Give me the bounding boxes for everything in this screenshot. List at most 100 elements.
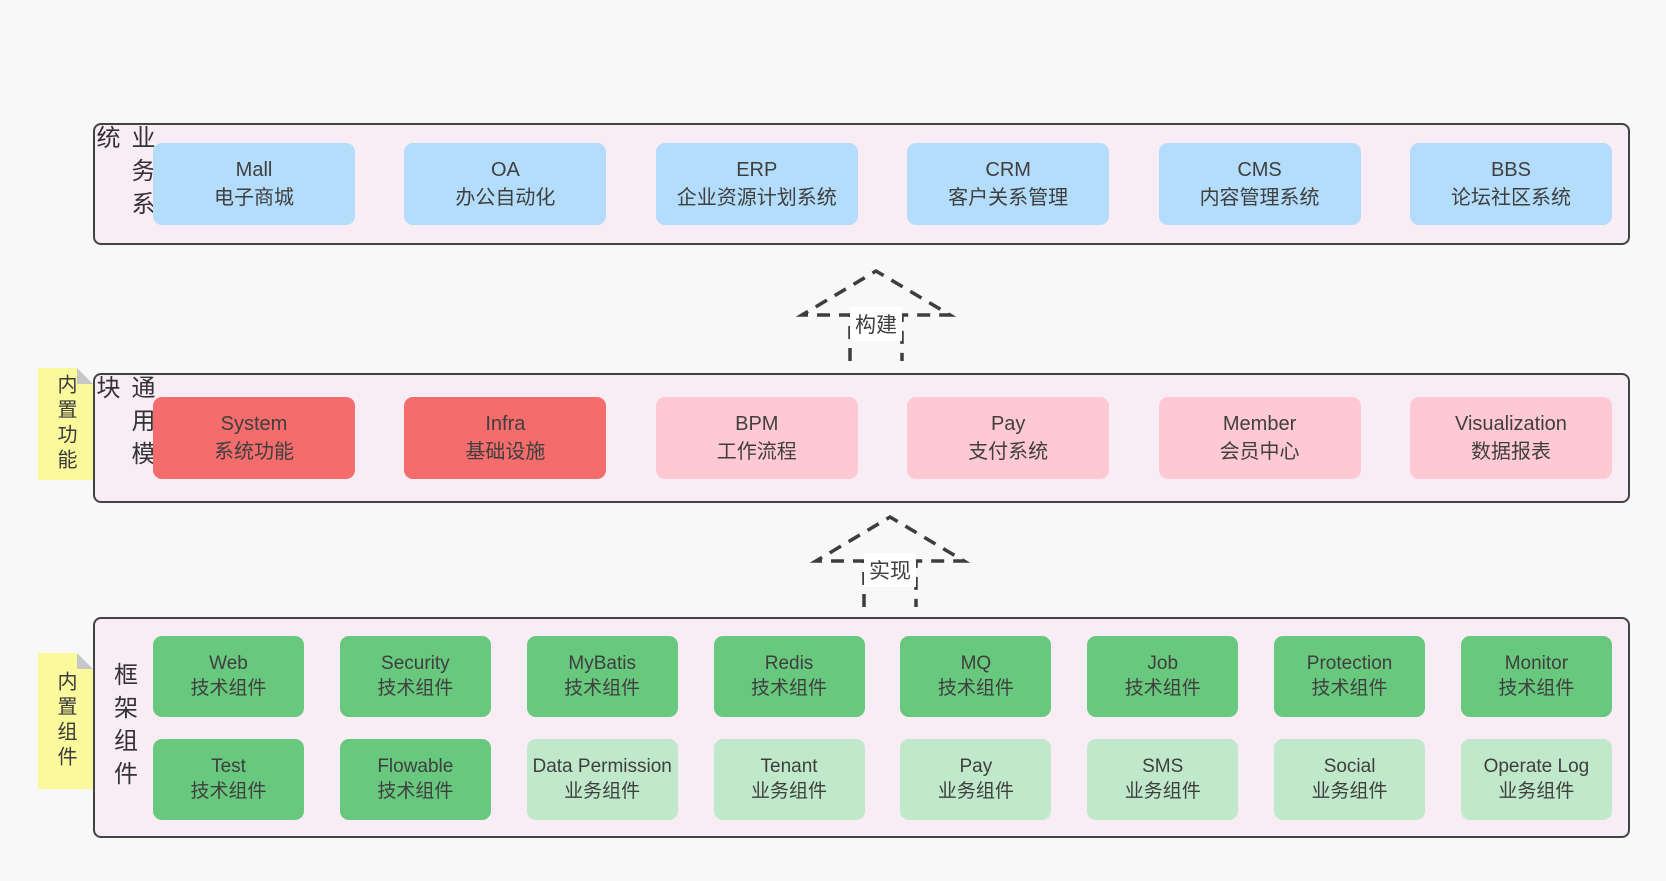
box-mybatis: MyBatis 技术组件	[526, 635, 678, 717]
box-subtitle: 数据报表	[1470, 441, 1551, 463]
box-subtitle: 基础设施	[465, 441, 546, 463]
box-subtitle: 业务组件	[1311, 781, 1388, 802]
box-title: CMS	[1237, 158, 1282, 181]
build-arrow: 构建	[794, 265, 958, 363]
box-subtitle: 论坛社区系统	[1450, 187, 1571, 209]
box-title: MQ	[960, 652, 992, 674]
box-subtitle: 业务组件	[1498, 781, 1575, 802]
box-protection: Protection 技术组件	[1274, 635, 1426, 717]
box-title: Flowable	[377, 755, 454, 777]
box-title: Data Permission	[532, 755, 672, 777]
box-title: Monitor	[1504, 652, 1569, 674]
box-flowable: Flowable 技术组件	[339, 738, 491, 820]
box-title: System	[220, 412, 288, 435]
box-title: BPM	[735, 412, 779, 435]
box-title: Visualization	[1454, 412, 1567, 435]
box-title: ERP	[736, 158, 778, 181]
box-subtitle: 会员中心	[1219, 441, 1300, 463]
box-subtitle: 内容管理系统	[1199, 187, 1320, 209]
box-title: MyBatis	[568, 652, 636, 674]
box-title: Pay	[959, 755, 993, 777]
build-arrow-label: 构建	[850, 307, 902, 341]
box-job: Job 技术组件	[1087, 635, 1239, 717]
box-title: BBS	[1490, 158, 1531, 181]
box-bpm: BPM 工作流程	[655, 397, 858, 479]
business-systems-boxes: Mall 电子商城 OA 办公自动化 ERP 企业资源计划系统 CRM 客户关系…	[153, 125, 1612, 243]
box-subtitle: 办公自动化	[455, 187, 556, 209]
box-subtitle: 电子商城	[214, 187, 294, 209]
box-test: Test 技术组件	[153, 738, 304, 820]
common-modules-band: 通用模块 System 系统功能 Infra 基础设施 BPM 工作流程 Pay…	[92, 373, 1630, 503]
framework-row-2: Test 技术组件 Flowable 技术组件 Data Permission …	[153, 738, 1612, 820]
box-title: Social	[1323, 755, 1376, 777]
box-mq: MQ 技术组件	[900, 635, 1052, 717]
box-title: CRM	[985, 158, 1031, 181]
band-label-common-modules: 通用模块	[92, 375, 154, 474]
box-subtitle: 业务组件	[1124, 781, 1201, 802]
business-systems-band: 业务系统 Mall 电子商城 OA 办公自动化 ERP 企业资源计划系统 CRM…	[92, 123, 1630, 245]
box-subtitle: 工作流程	[716, 441, 797, 463]
box-title: Infra	[485, 412, 526, 435]
box-subtitle: 技术组件	[937, 678, 1014, 699]
box-cms: CMS 内容管理系统	[1158, 143, 1361, 225]
framework-row-1: Web 技术组件 Security 技术组件 MyBatis 技术组件 Redi…	[153, 635, 1612, 717]
box-erp: ERP 企业资源计划系统	[655, 143, 858, 225]
box-subtitle: 技术组件	[1498, 678, 1575, 699]
box-title: Security	[381, 652, 450, 674]
box-oa: OA 办公自动化	[404, 143, 607, 225]
box-data-permission: Data Permission 业务组件	[526, 738, 678, 820]
built-in-components-sticky-note: 内置组件	[38, 653, 93, 789]
box-subtitle: 企业资源计划系统	[676, 187, 837, 209]
common-modules-boxes: System 系统功能 Infra 基础设施 BPM 工作流程 Pay 支付系统…	[153, 375, 1612, 501]
framework-components-band: 框架组件 Web 技术组件 Security 技术组件 MyBatis 技术组件…	[93, 617, 1630, 838]
box-subtitle: 技术组件	[1311, 678, 1388, 699]
box-title: Operate Log	[1483, 755, 1590, 777]
implement-arrow-label: 实现	[864, 553, 916, 587]
box-sms: SMS 业务组件	[1087, 738, 1239, 820]
box-title: Redis	[764, 652, 814, 674]
box-monitor: Monitor 技术组件	[1460, 635, 1612, 717]
box-crm: CRM 客户关系管理	[907, 143, 1110, 225]
box-redis: Redis 技术组件	[713, 635, 865, 717]
built-in-features-sticky-note: 内置功能	[38, 368, 93, 480]
box-subtitle: 技术组件	[190, 781, 267, 802]
folded-corner	[77, 653, 93, 669]
box-operate-log: Operate Log 业务组件	[1460, 738, 1612, 820]
box-social: Social 业务组件	[1274, 738, 1426, 820]
box-security: Security 技术组件	[339, 635, 491, 717]
box-subtitle: 业务组件	[751, 781, 828, 802]
implement-arrow: 实现	[808, 511, 972, 609]
box-title: Web	[209, 652, 248, 674]
box-title: Pay	[990, 412, 1026, 435]
box-subtitle: 技术组件	[190, 678, 267, 699]
box-bbs: BBS 论坛社区系统	[1409, 143, 1612, 225]
band-label-business-systems: 业务系统	[92, 125, 154, 224]
framework-components-boxes: Web 技术组件 Security 技术组件 MyBatis 技术组件 Redi…	[153, 619, 1612, 836]
band-label-framework-components: 框架组件	[109, 661, 137, 794]
box-subtitle: 技术组件	[1124, 678, 1201, 699]
box-member: Member 会员中心	[1158, 397, 1361, 479]
box-tenant: Tenant 业务组件	[713, 738, 865, 820]
box-web: Web 技术组件	[153, 635, 304, 717]
box-subtitle: 支付系统	[968, 441, 1049, 463]
box-title: OA	[490, 158, 520, 181]
box-pay-component: Pay 业务组件	[900, 738, 1052, 820]
box-title: Mall	[235, 158, 273, 181]
box-title: Member	[1222, 412, 1297, 435]
box-subtitle: 客户关系管理	[948, 187, 1069, 209]
box-subtitle: 业务组件	[564, 781, 641, 802]
box-system: System 系统功能	[153, 397, 355, 479]
box-mall: Mall 电子商城	[153, 143, 355, 225]
box-infra: Infra 基础设施	[404, 397, 607, 479]
box-subtitle: 技术组件	[751, 678, 828, 699]
box-subtitle: 业务组件	[937, 781, 1014, 802]
box-title: Job	[1147, 652, 1179, 674]
box-title: Test	[211, 755, 246, 777]
box-title: Tenant	[760, 755, 818, 777]
box-subtitle: 技术组件	[564, 678, 641, 699]
box-subtitle: 系统功能	[214, 441, 294, 463]
box-visualization: Visualization 数据报表	[1409, 397, 1612, 479]
box-title: Protection	[1306, 652, 1393, 674]
box-pay-module: Pay 支付系统	[907, 397, 1110, 479]
box-subtitle: 技术组件	[377, 678, 454, 699]
